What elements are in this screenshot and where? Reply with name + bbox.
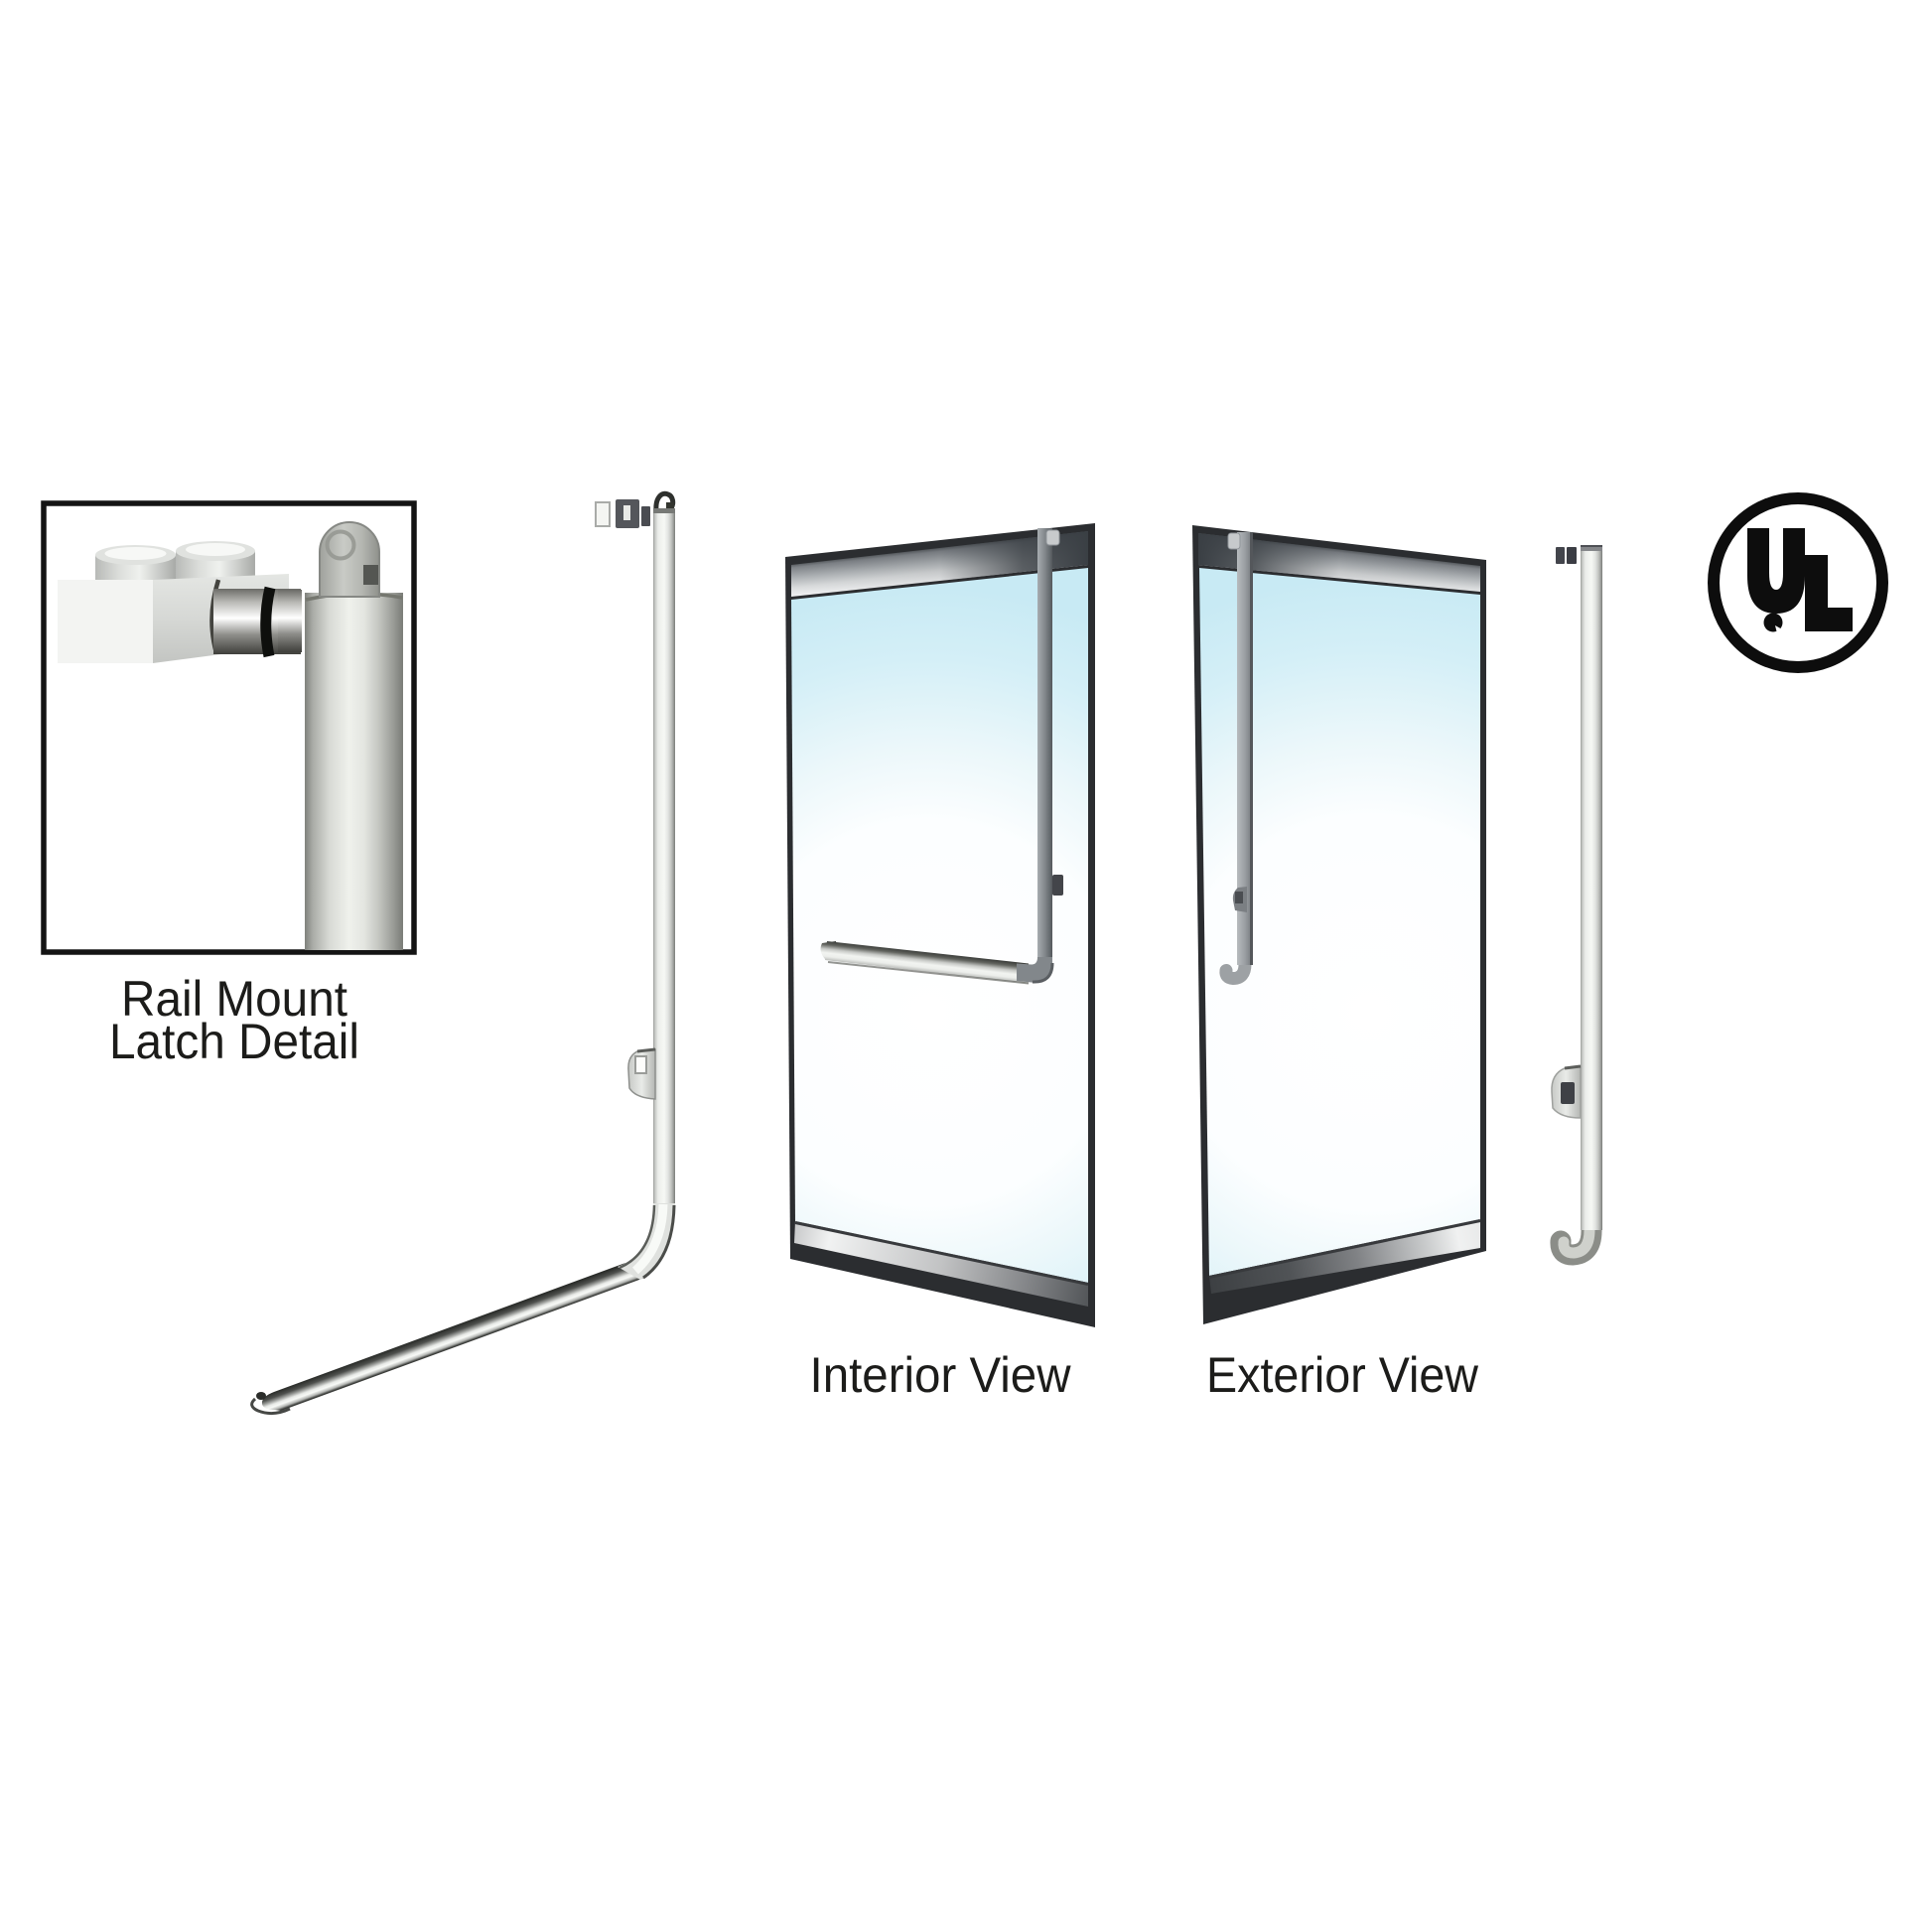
svg-text:Interior View: Interior View [810,1347,1072,1403]
svg-text:Exterior View: Exterior View [1206,1347,1479,1403]
svg-text:Rail Mount: Rail Mount [121,971,347,1027]
svg-text:Latch Detail: Latch Detail [109,1014,359,1069]
